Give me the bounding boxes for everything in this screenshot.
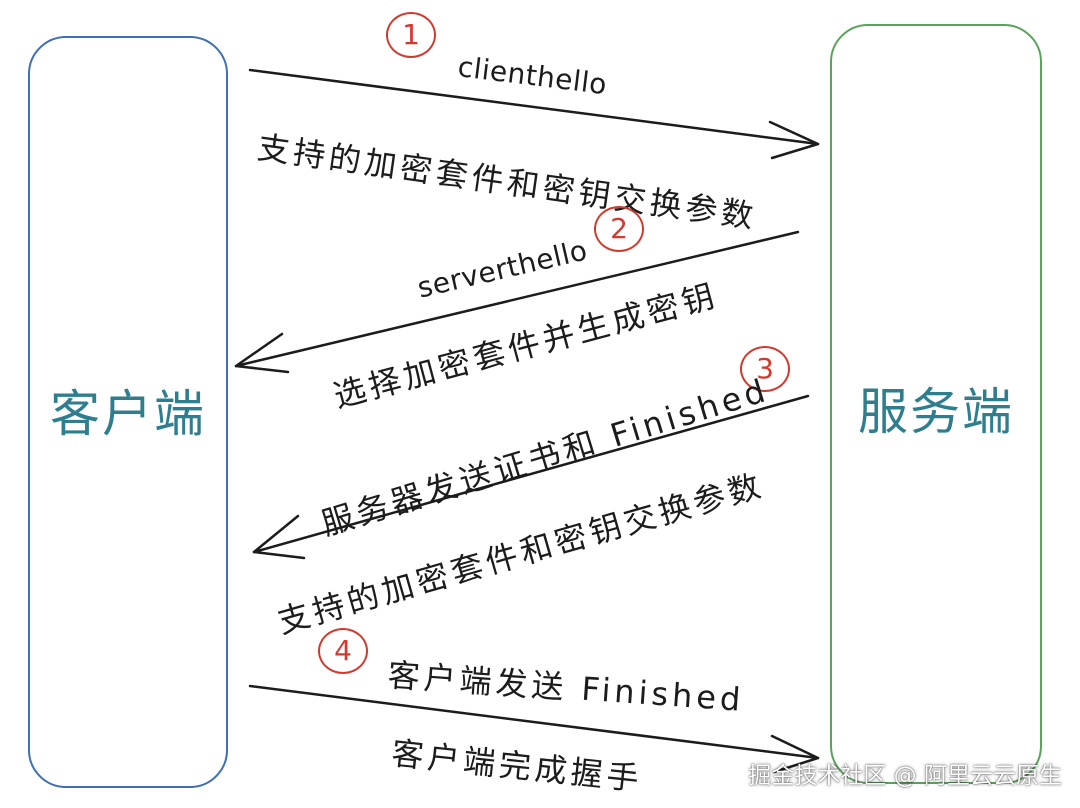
watermark: 掘金技术社区 @ 阿里云云原生 xyxy=(748,763,1062,789)
step-4-marker: 4 xyxy=(318,628,368,674)
arrow-step-3 xyxy=(252,394,810,560)
arrow-step-2 xyxy=(234,230,800,374)
client-label: 客户端 xyxy=(50,385,206,443)
server-label: 服务端 xyxy=(858,383,1014,441)
arrow-step-1 xyxy=(248,68,820,160)
step-3-marker: 3 xyxy=(740,346,790,392)
arrow-step-4 xyxy=(248,684,820,774)
step-1-marker: 1 xyxy=(386,12,436,58)
step-2-marker: 2 xyxy=(594,206,644,252)
client-box: 客户端 xyxy=(28,36,228,788)
server-box: 服务端 xyxy=(830,24,1042,784)
